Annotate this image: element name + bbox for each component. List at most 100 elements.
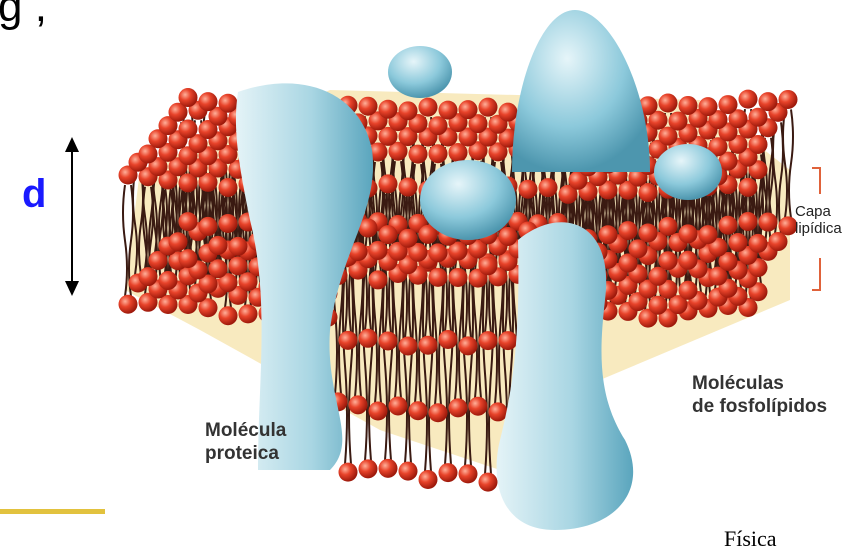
lipid-head-top <box>439 101 458 120</box>
capa-label-line2: lipídica <box>795 220 842 237</box>
lipid-head-bottom <box>419 336 438 355</box>
fosfolipidos-label-line1: Moléculas <box>692 372 827 395</box>
lipid-head-bottom <box>179 212 198 231</box>
lipid-head-bottom <box>369 401 388 420</box>
lipid-head-top <box>179 119 198 138</box>
lipid-head-top <box>449 143 468 162</box>
lipid-head-bottom <box>359 329 378 348</box>
lipid-head-top <box>409 145 428 164</box>
lipid-head-top <box>499 103 518 122</box>
lipid-head-bottom <box>379 459 398 478</box>
fosfolipidos-label: Moléculas de fosfolípidos <box>692 372 827 418</box>
lipid-head-bottom <box>659 251 678 270</box>
lipid-head-top <box>179 88 198 107</box>
lipid-head-bottom <box>439 330 458 349</box>
lipid-head-bottom <box>219 214 238 233</box>
lipid-head-bottom <box>599 225 618 244</box>
lipid-head-top <box>429 144 448 163</box>
lipid-head-bottom <box>679 224 698 243</box>
lipid-head-bottom <box>449 398 468 417</box>
lipid-head-bottom <box>749 234 768 253</box>
lipid-head-bottom <box>739 212 758 231</box>
lipid-head-bottom <box>369 241 388 260</box>
lipid-head-top <box>419 98 438 117</box>
capa-label-line1: Capa <box>795 203 842 220</box>
lipid-head-bottom <box>119 295 138 314</box>
protein-dome-middle <box>420 160 516 240</box>
lipid-head-bottom <box>209 236 228 255</box>
lipid-head-bottom <box>159 271 178 290</box>
lipid-head-bottom <box>759 213 778 232</box>
lipid-head-bottom <box>139 267 158 286</box>
lipid-head-bottom <box>459 464 478 483</box>
lipid-head-bottom <box>499 227 518 246</box>
lipid-head-top <box>699 97 718 116</box>
lipid-head-bottom <box>399 229 418 248</box>
lipid-head-bottom <box>619 221 638 240</box>
lipid-head-bottom <box>769 232 788 251</box>
proteica-label-line2: proteica <box>205 442 286 465</box>
lipid-head-bottom <box>729 233 748 252</box>
lipid-head-top <box>739 178 758 197</box>
lipid-head-bottom <box>399 462 418 481</box>
lipid-head-top <box>479 98 498 117</box>
dimension-arrow-bottom <box>65 281 79 296</box>
fosfolipidos-label-line2: de fosfolípidos <box>692 395 827 418</box>
lipid-head-bottom <box>409 401 428 420</box>
accent-bar <box>0 509 105 514</box>
lipid-head-bottom <box>449 268 468 287</box>
lipid-head-bottom <box>499 331 518 350</box>
lipid-head-top <box>779 90 798 109</box>
lipid-head-top <box>399 101 418 120</box>
lipid-head-top <box>539 178 558 197</box>
lipid-head-bottom <box>379 331 398 350</box>
lipid-head-bottom <box>649 267 668 286</box>
lipid-head-bottom <box>469 397 488 416</box>
footer-text: Física <box>724 526 777 552</box>
lipid-head-bottom <box>429 243 448 262</box>
lipid-head-bottom <box>229 237 248 256</box>
lipid-head-bottom <box>339 463 358 482</box>
lipid-head-top <box>459 100 478 119</box>
lipid-head-bottom <box>719 216 738 235</box>
lipid-head-bottom <box>639 224 658 243</box>
lipid-head-top <box>739 90 758 109</box>
lipid-head-top <box>199 92 218 111</box>
lipid-head-bottom <box>479 473 498 492</box>
proteica-label-line1: Molécula <box>205 419 286 442</box>
protein-dome-small-top <box>388 46 452 98</box>
lipid-head-bottom <box>339 331 358 350</box>
lipid-head-bottom <box>209 259 228 278</box>
lipid-head-bottom <box>629 239 648 258</box>
molecula-proteica-label: Molécula proteica <box>205 419 286 465</box>
lipid-head-bottom <box>219 306 238 325</box>
lipid-head-bottom <box>679 251 698 270</box>
protein-dome-large <box>512 10 650 172</box>
lipid-head-bottom <box>479 331 498 350</box>
lipid-head-top <box>219 94 238 113</box>
lipid-head-bottom <box>369 270 388 289</box>
lipid-head-bottom <box>169 232 188 251</box>
lipid-head-bottom <box>389 396 408 415</box>
lipid-head-bottom <box>659 217 678 236</box>
lipid-head-top <box>519 180 538 199</box>
lipid-head-bottom <box>479 256 498 275</box>
lipid-head-bottom <box>179 249 198 268</box>
lipid-head-top <box>399 178 418 197</box>
lipid-head-bottom <box>429 268 448 287</box>
lipid-head-top <box>359 97 378 116</box>
lipid-head-bottom <box>239 304 258 323</box>
lipid-head-bottom <box>649 296 668 315</box>
lipid-head-top <box>659 94 678 113</box>
lipid-head-top <box>679 96 698 115</box>
protein-dome-right <box>654 144 722 200</box>
dimension-arrow-top <box>65 137 79 152</box>
lipid-head-bottom <box>419 470 438 489</box>
capa-lipidica-label: Capa lipídica <box>795 203 842 237</box>
lipid-head-bottom <box>349 395 368 414</box>
lipid-head-bottom <box>379 225 398 244</box>
lipid-head-top <box>379 100 398 119</box>
lipid-head-bottom <box>679 281 698 300</box>
lipid-head-bottom <box>199 217 218 236</box>
